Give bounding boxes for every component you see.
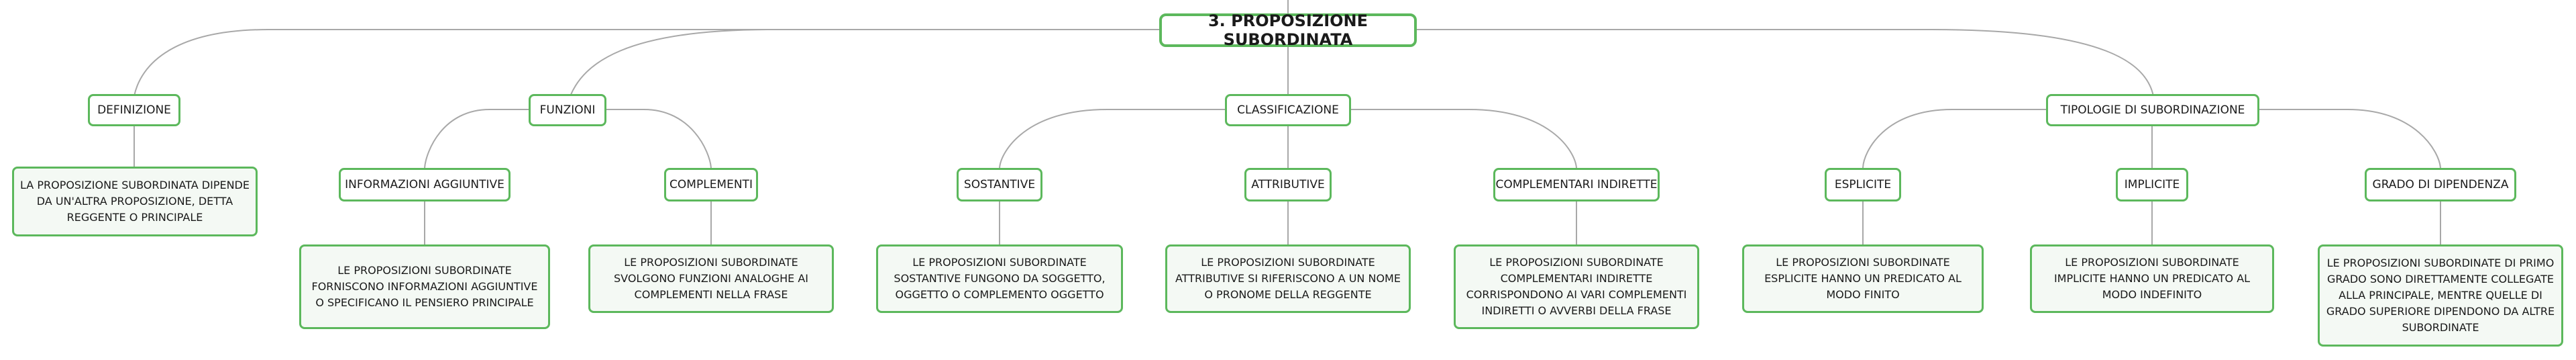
link-root-tipologie: [1417, 29, 2154, 97]
leaf-attributive[interactable]: LE PROPOSIZIONI SUBORDINATE ATTRIBUTIVE …: [1165, 244, 1411, 313]
node-grado-di-dipendenza[interactable]: GRADO DI DIPENDENZA: [2365, 168, 2516, 201]
link-funzioni-complementi: [604, 109, 712, 169]
leaf-informazioni-aggiuntive[interactable]: LE PROPOSIZIONI SUBORDINATE FORNISCONO I…: [299, 244, 550, 329]
node-funzioni[interactable]: FUNZIONI: [529, 94, 606, 126]
leaf-definizione[interactable]: LA PROPOSIZIONE SUBORDINATA DIPENDE DA U…: [12, 167, 258, 236]
root-node[interactable]: 3. PROPOSIZIONE SUBORDINATA: [1159, 11, 1417, 49]
link-classificazione-complementari: [1348, 109, 1577, 169]
node-implicite[interactable]: IMPLICITE: [2116, 168, 2188, 201]
leaf-implicite[interactable]: LE PROPOSIZIONI SUBORDINATE IMPLICITE HA…: [2030, 244, 2274, 313]
leaf-grado-di-dipendenza[interactable]: LE PROPOSIZIONI SUBORDINATE DI PRIMO GRA…: [2318, 244, 2563, 347]
link-classificazione-sostantive: [999, 109, 1228, 169]
node-definizione[interactable]: DEFINIZIONE: [88, 94, 180, 126]
leaf-esplicite[interactable]: LE PROPOSIZIONI SUBORDINATE ESPLICITE HA…: [1742, 244, 1984, 313]
leaf-complementari-indirette[interactable]: LE PROPOSIZIONI SUBORDINATE COMPLEMENTAR…: [1454, 244, 1699, 329]
node-informazioni-aggiuntive[interactable]: INFORMAZIONI AGGIUNTIVE: [339, 168, 511, 201]
link-funzioni-informazioni: [424, 109, 537, 169]
leaf-complementi[interactable]: LE PROPOSIZIONI SUBORDINATE SVOLGONO FUN…: [588, 244, 834, 313]
node-classificazione[interactable]: CLASSIFICAZIONE: [1225, 94, 1351, 126]
node-complementari-indirette[interactable]: COMPLEMENTARI INDIRETTE: [1493, 168, 1660, 201]
link-root-funzioni: [570, 29, 1159, 97]
link-tipologie-grado: [2255, 109, 2441, 169]
leaf-sostantive[interactable]: LE PROPOSIZIONI SUBORDINATE SOSTANTIVE F…: [876, 244, 1123, 313]
link-tipologie-esplicite: [1862, 109, 2049, 169]
node-esplicite[interactable]: ESPLICITE: [1825, 168, 1901, 201]
node-sostantive[interactable]: SOSTANTIVE: [957, 168, 1042, 201]
link-root-definizione: [133, 29, 1159, 97]
node-attributive[interactable]: ATTRIBUTIVE: [1244, 168, 1332, 201]
node-complementi[interactable]: COMPLEMENTI: [664, 168, 758, 201]
node-tipologie[interactable]: TIPOLOGIE DI SUBORDINAZIONE: [2046, 94, 2259, 126]
